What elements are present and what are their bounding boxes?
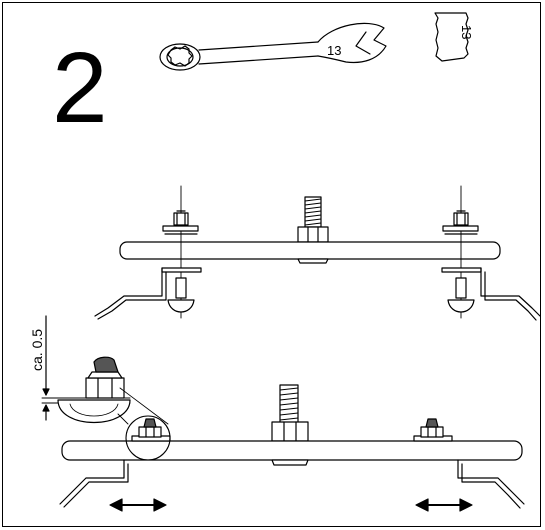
lower-mounting-plate <box>61 440 523 461</box>
lower-left-fastener <box>117 387 171 461</box>
socket-size-label: 13 <box>459 25 474 39</box>
lower-right-fastener <box>413 418 453 442</box>
center-bolt <box>297 196 329 243</box>
right-bracket <box>480 267 541 317</box>
wrench-icon: 13 <box>159 22 387 71</box>
lower-right-bracket <box>457 459 525 505</box>
right-adjust-arrow-icon <box>415 498 473 512</box>
clearance-label: ca. 0.5 <box>29 329 45 371</box>
wrench-size-label: 13 <box>327 43 341 58</box>
clearance-detail: ca. 0.5 <box>29 315 131 424</box>
lower-left-bracket <box>59 459 125 505</box>
step-number: 2 <box>52 32 108 144</box>
left-adjust-arrow-icon <box>109 498 167 512</box>
lower-assembly <box>59 384 525 512</box>
upper-assembly <box>94 185 541 321</box>
left-bracket <box>94 267 163 317</box>
lower-center-bolt <box>271 384 309 442</box>
socket-size-icon: 13 <box>434 12 474 62</box>
mounting-plate <box>119 241 501 260</box>
